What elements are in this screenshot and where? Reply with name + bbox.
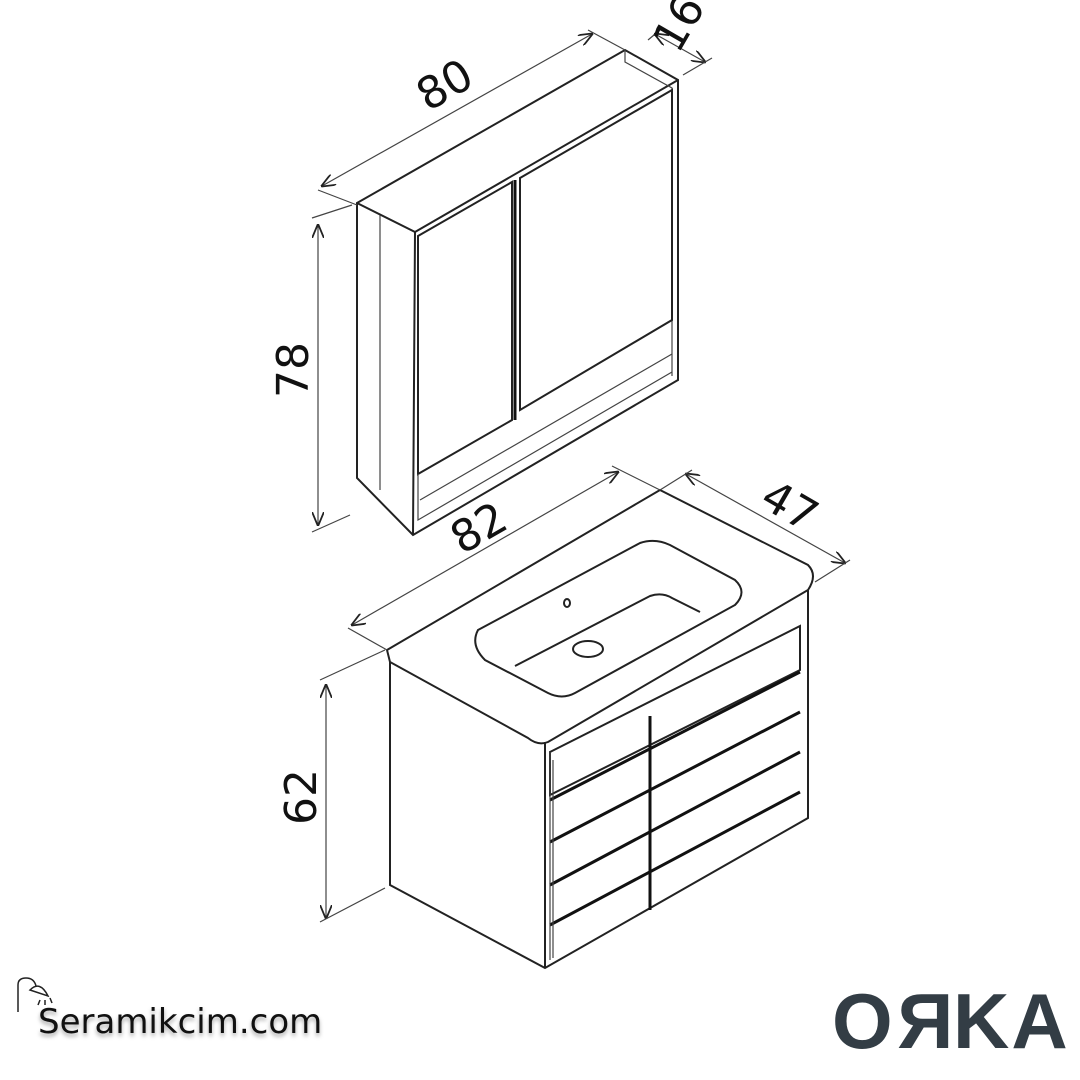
vanity-cabinet: [385, 488, 814, 970]
vanity-width-label: 82: [442, 492, 516, 564]
vanity-height-label: 62: [276, 769, 327, 825]
vanity-dimension-lines: [319, 465, 851, 923]
mirror-width-label: 80: [408, 49, 482, 121]
vanity-depth-label: 47: [753, 470, 827, 542]
mirror-dimension-lines: [311, 29, 713, 533]
shower-icon: [17, 977, 53, 1012]
mirror-cabinet: [356, 48, 679, 537]
mirror-height-label: 78: [268, 342, 319, 398]
orka-logo: ORKA: [832, 977, 1070, 1065]
mirror-depth-label: 16: [643, 0, 715, 60]
seramikcim-logo: Seramikcim.com: [38, 1002, 323, 1042]
